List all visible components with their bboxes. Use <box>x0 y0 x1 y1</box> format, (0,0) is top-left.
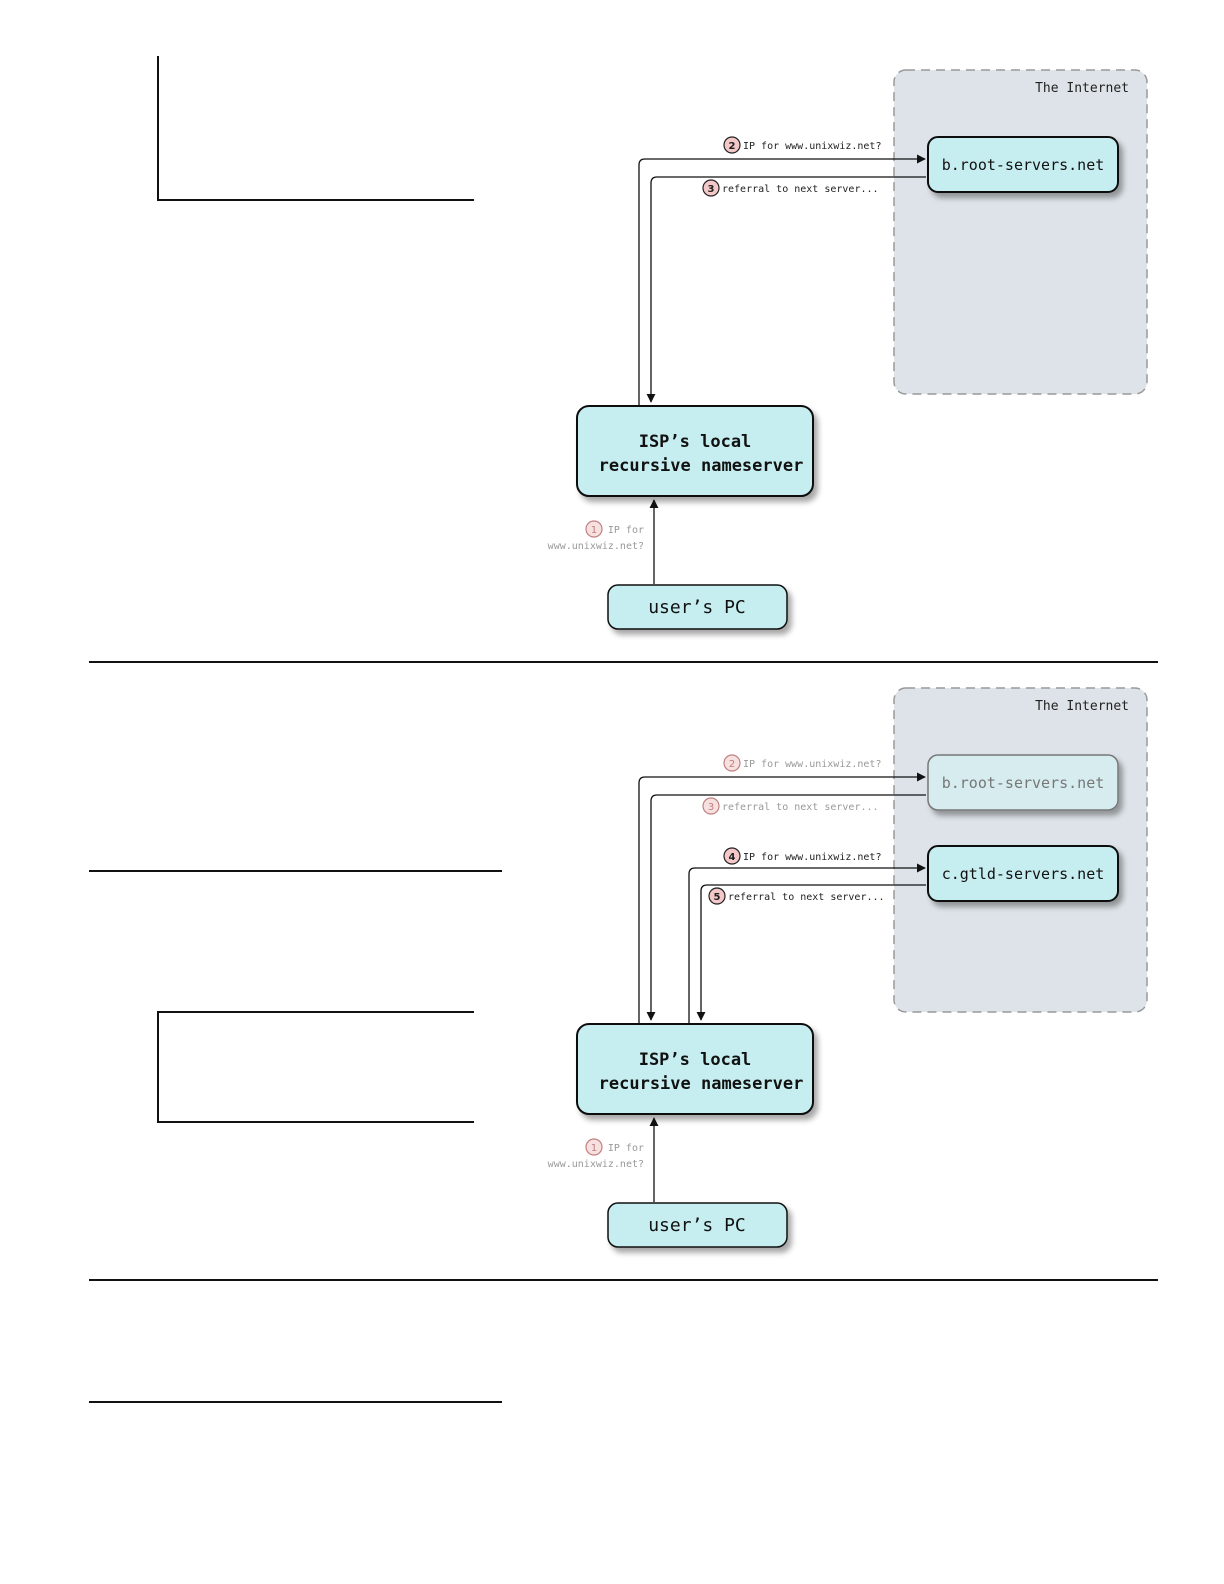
isp-nameserver-node: ISP’s local recursive nameserver <box>576 405 814 497</box>
badge-step-1 <box>585 520 603 538</box>
badge-step-2 <box>723 136 741 154</box>
badge-step-4 <box>723 847 741 865</box>
arrow-step-2 <box>638 772 926 1024</box>
bracket-box-left <box>157 1011 159 1123</box>
dns-diagram-2: The Internet b.root-servers.net 2 IP for… <box>0 678 1224 1268</box>
step-3-label: referral to next server... <box>722 184 879 195</box>
bracket-box-top <box>157 1011 474 1013</box>
badge-step-3-num: 3 <box>708 184 715 195</box>
isp-label-line2: recursive nameserver <box>599 456 804 476</box>
step-1-label-line1: IP for <box>608 1143 644 1154</box>
bracket-horizontal-top <box>157 199 474 201</box>
badge-step-3-num: 3 <box>708 802 714 813</box>
badge-step-3 <box>702 797 720 815</box>
user-pc-label: user’s PC <box>648 597 746 618</box>
badge-step-2-num: 2 <box>729 759 735 770</box>
step-1-label-line2: www.unixwiz.net? <box>548 541 644 552</box>
badge-step-1-num: 1 <box>591 525 597 536</box>
user-pc-node: user’s PC <box>607 1202 788 1248</box>
dns-diagram-1: The Internet b.root-servers.net 2 IP for… <box>0 60 1224 650</box>
step-2-label: IP for www.unixwiz.net? <box>743 759 881 770</box>
badge-step-2 <box>723 754 741 772</box>
divider-1 <box>89 661 1158 663</box>
arrow-step-3 <box>646 794 926 1021</box>
step-4-label: IP for www.unixwiz.net? <box>743 852 881 863</box>
isp-label-line1: ISP’s local <box>639 1050 752 1070</box>
isp-nameserver-node: ISP’s local recursive nameserver <box>576 1023 814 1115</box>
bracket-vertical-top <box>157 56 159 201</box>
internet-label: The Internet <box>1035 81 1129 96</box>
badge-step-1-num: 1 <box>591 1143 597 1154</box>
bracket-box-bottom <box>157 1121 474 1123</box>
badge-step-5-num: 5 <box>714 892 721 903</box>
divider-2 <box>89 1279 1158 1281</box>
step-3-label: referral to next server... <box>722 802 879 813</box>
short-rule-bottom <box>89 1401 502 1403</box>
gtld-server-label: c.gtld-servers.net <box>942 865 1105 883</box>
step-1-label-line1: IP for <box>608 525 644 536</box>
user-pc-label: user’s PC <box>648 1215 746 1236</box>
badge-step-2-num: 2 <box>729 141 736 152</box>
isp-label-line1: ISP’s local <box>639 432 752 452</box>
arrow-step-2 <box>638 154 926 406</box>
root-server-node: b.root-servers.net <box>927 136 1119 193</box>
step-2-label: IP for www.unixwiz.net? <box>743 141 881 152</box>
internet-region <box>893 69 1148 395</box>
step-5-label: referral to next server... <box>728 892 885 903</box>
gtld-server-node: c.gtld-servers.net <box>927 845 1119 902</box>
badge-step-4-num: 4 <box>729 852 736 863</box>
badge-step-5 <box>708 887 726 905</box>
user-pc-node: user’s PC <box>607 584 788 630</box>
step-1-label-line2: www.unixwiz.net? <box>548 1159 644 1170</box>
arrow-step-5 <box>696 884 926 1021</box>
isp-label-line2: recursive nameserver <box>599 1074 804 1094</box>
badge-step-3 <box>702 179 720 197</box>
short-rule-mid <box>89 870 502 872</box>
arrow-step-4 <box>688 863 926 1024</box>
root-server-label: b.root-servers.net <box>942 774 1105 792</box>
internet-label: The Internet <box>1035 699 1129 714</box>
root-server-node: b.root-servers.net <box>927 754 1119 811</box>
badge-step-1 <box>585 1138 603 1156</box>
arrow-step-3 <box>646 176 926 403</box>
root-server-label: b.root-servers.net <box>942 156 1105 174</box>
